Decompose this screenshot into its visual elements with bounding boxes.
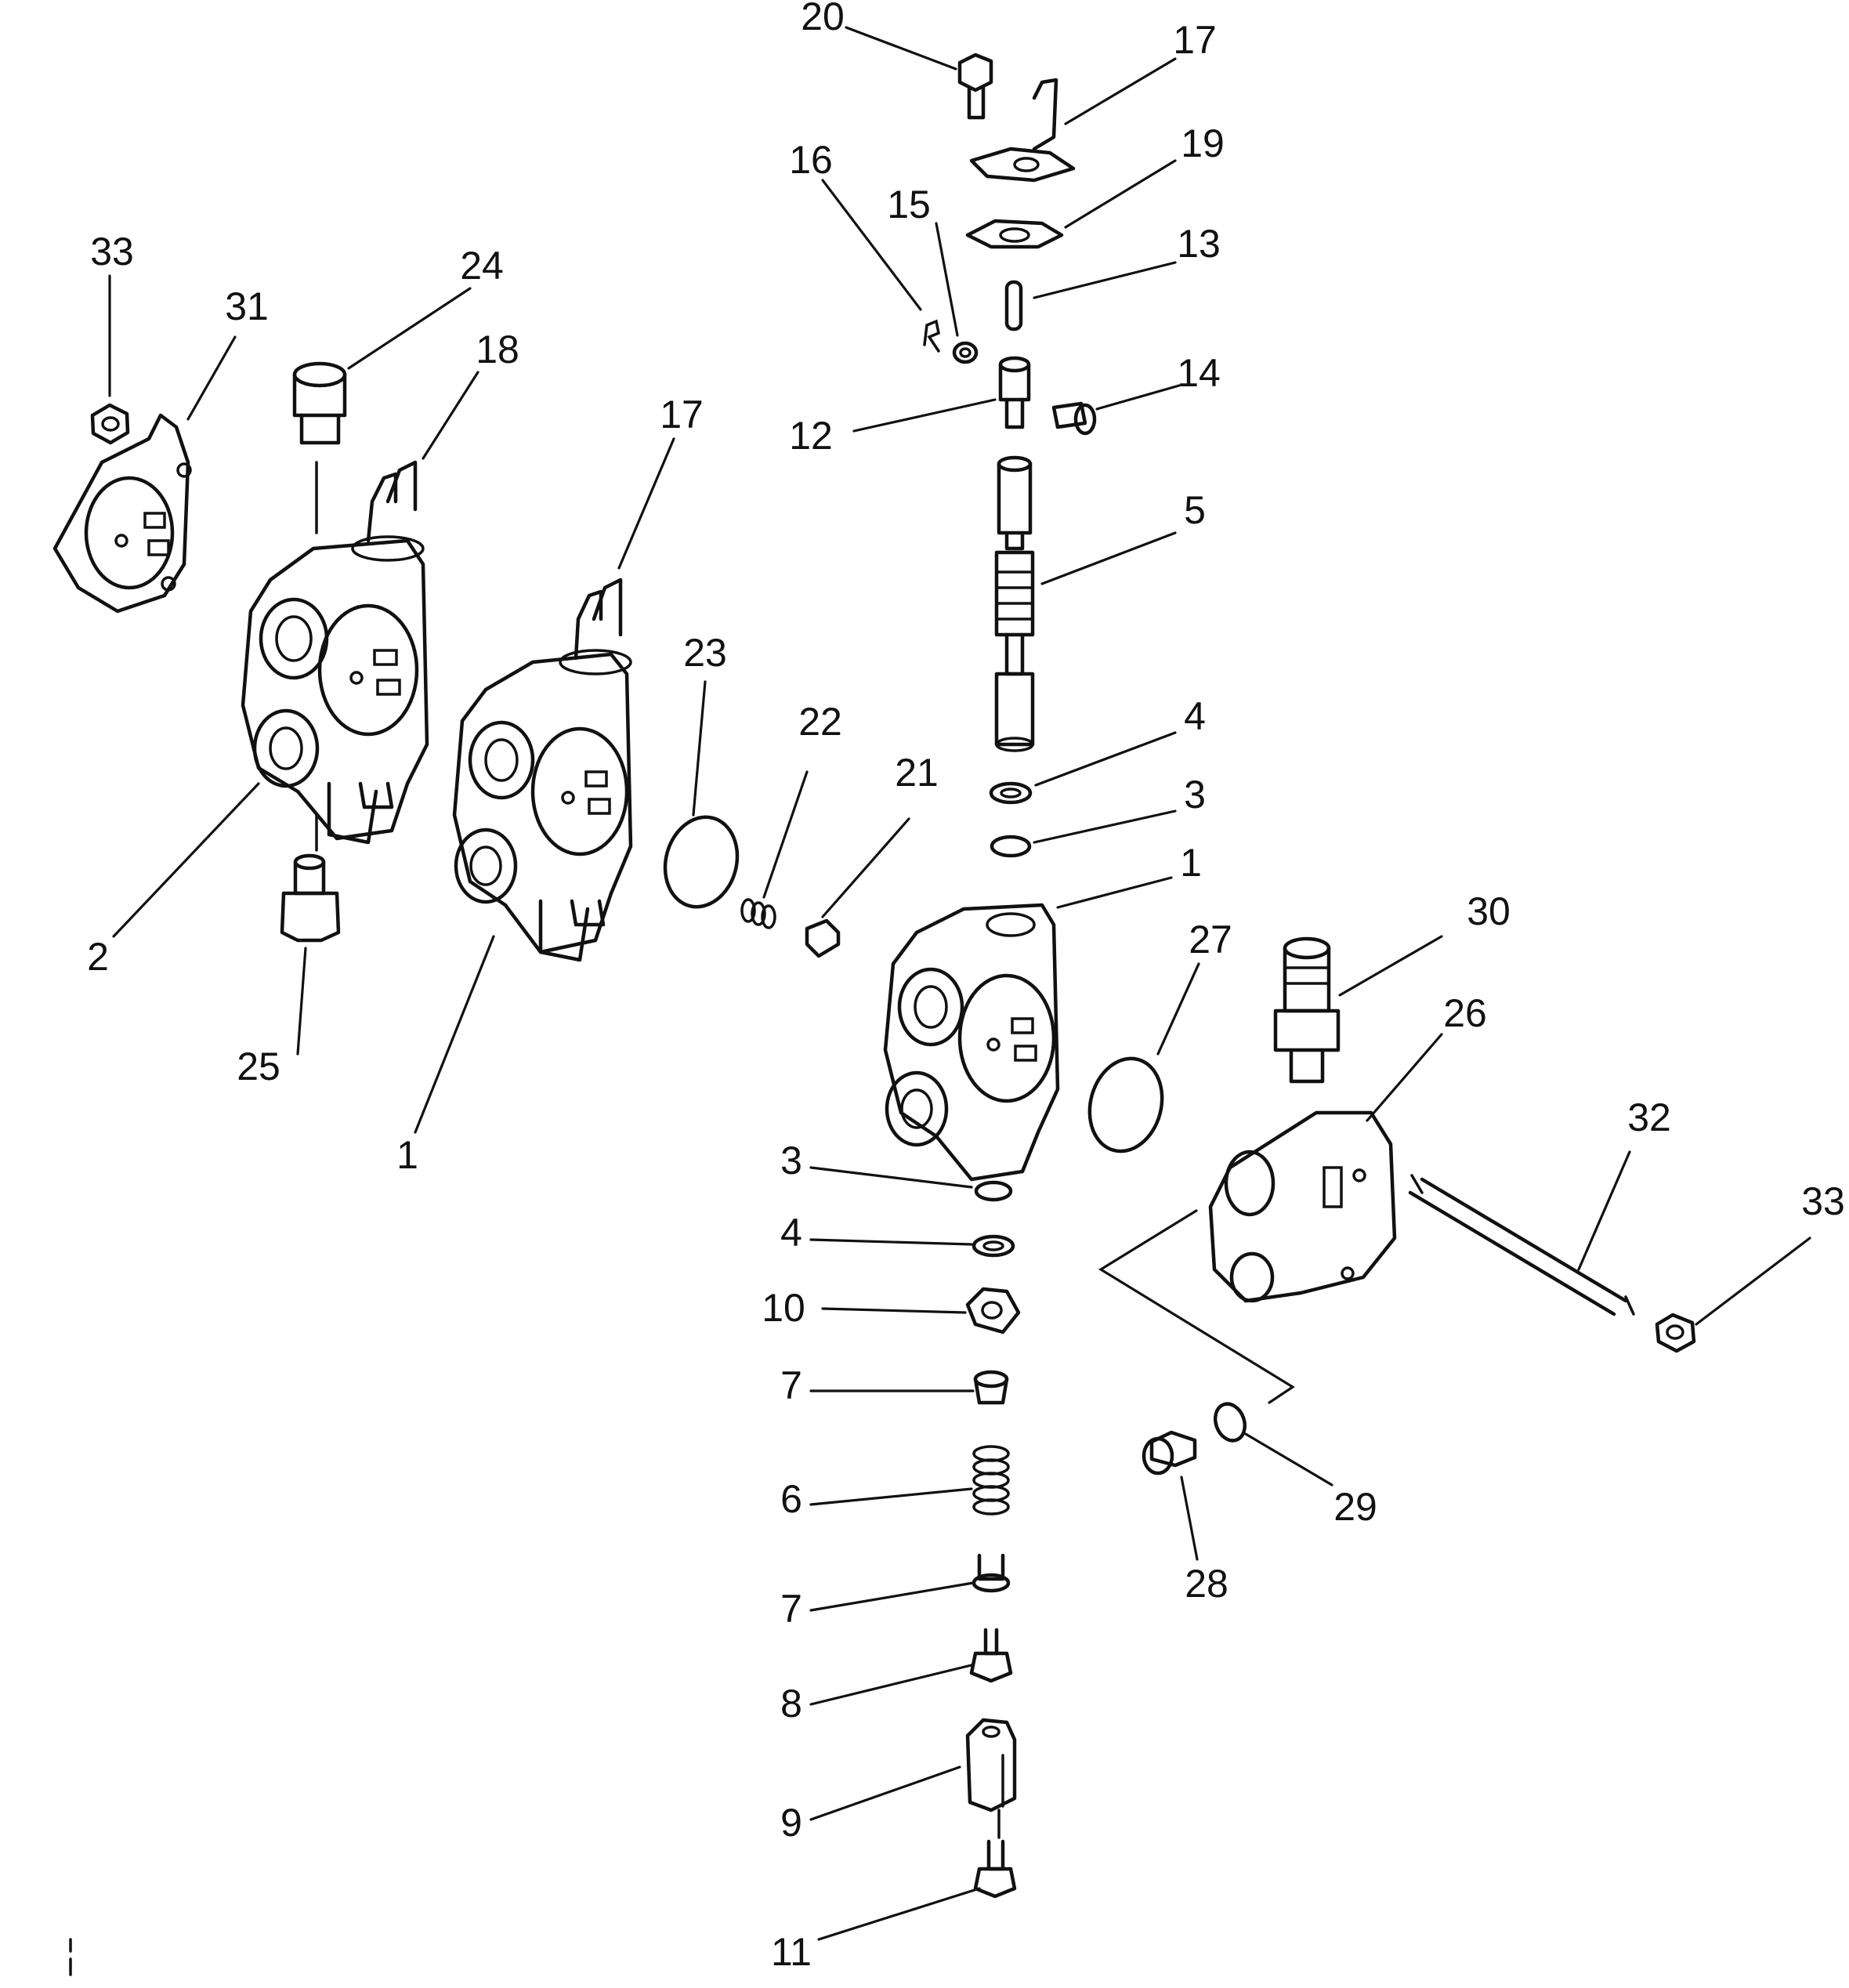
bolt-part-8 xyxy=(969,1628,1013,1683)
o-ring-part-29 xyxy=(1213,1402,1247,1443)
gasket-part-19 xyxy=(965,219,1064,249)
pin-part-14 xyxy=(1051,401,1097,436)
valve-section-part-1-left xyxy=(452,578,633,962)
joint-part-12 xyxy=(998,356,1031,429)
spring-part-22 xyxy=(740,898,776,929)
callout-17-top: 17 xyxy=(1173,18,1217,62)
callout-22: 22 xyxy=(798,700,842,744)
callout-21: 21 xyxy=(895,751,939,795)
flange-part-10 xyxy=(965,1287,1021,1334)
callout-29: 29 xyxy=(1333,1485,1377,1529)
washer-part-15 xyxy=(952,341,979,364)
callout-32: 32 xyxy=(1627,1095,1671,1139)
callout-33-right: 33 xyxy=(1801,1179,1845,1223)
callout-23: 23 xyxy=(683,631,727,675)
callout-20: 20 xyxy=(801,0,845,38)
callout-4-bottom: 4 xyxy=(780,1211,802,1255)
callout-11: 11 xyxy=(771,1930,812,1974)
plug-part-28 xyxy=(1142,1430,1197,1476)
callout-3-top: 3 xyxy=(1184,773,1206,817)
callout-12: 12 xyxy=(789,414,833,458)
washer-part-4-bottom xyxy=(972,1234,1015,1258)
nut-part-33-left xyxy=(90,403,130,445)
callout-17-mid: 17 xyxy=(660,393,704,436)
callout-1-right: 1 xyxy=(1180,841,1202,885)
spool-part-5 xyxy=(994,455,1035,752)
plug-part-24 xyxy=(292,361,347,534)
pin-part-16 xyxy=(923,319,940,353)
callout-33-left: 33 xyxy=(90,230,134,273)
link-part-13 xyxy=(1004,280,1023,331)
callout-2: 2 xyxy=(87,935,109,979)
bracket-line-26-29 xyxy=(1098,1209,1295,1404)
callout-9: 9 xyxy=(780,1801,802,1845)
callout-8: 8 xyxy=(780,1682,802,1725)
callout-15: 15 xyxy=(887,183,931,226)
bolt-part-11 xyxy=(973,1839,1017,1899)
callout-14: 14 xyxy=(1177,351,1221,395)
callout-4-top: 4 xyxy=(1184,694,1206,738)
tie-bolt-part-32 xyxy=(1408,1174,1635,1316)
callout-31: 31 xyxy=(225,284,269,328)
relief-valve-part-30 xyxy=(1273,936,1341,1084)
callout-26: 26 xyxy=(1443,991,1487,1035)
fitting-part-25 xyxy=(280,853,341,943)
valve-section-part-1-right xyxy=(883,903,1060,1182)
callout-6: 6 xyxy=(780,1477,802,1521)
o-ring-part-3-top xyxy=(990,835,1032,858)
retainer-part-7-bottom xyxy=(972,1553,1011,1593)
o-ring-part-27 xyxy=(1087,1056,1164,1153)
end-cover-part-31 xyxy=(52,413,192,614)
nut-part-33-right xyxy=(1655,1313,1696,1353)
callout-18: 18 xyxy=(476,328,519,371)
callout-1-left: 1 xyxy=(396,1133,418,1177)
callout-5: 5 xyxy=(1184,488,1206,532)
callout-3-bottom: 3 xyxy=(780,1139,802,1182)
retainer-part-7-top xyxy=(973,1370,1009,1405)
washer-part-4-top xyxy=(989,781,1033,805)
callout-24: 24 xyxy=(460,244,504,288)
end-cover-part-26 xyxy=(1208,1110,1397,1303)
callout-25: 25 xyxy=(237,1045,280,1088)
cap-part-9 xyxy=(965,1718,1017,1839)
poppet-part-21 xyxy=(805,918,841,958)
callout-28: 28 xyxy=(1185,1562,1228,1606)
spring-part-6 xyxy=(972,1445,1010,1515)
callout-7-top: 7 xyxy=(780,1363,802,1407)
plug-part-20 xyxy=(957,53,993,120)
callout-27: 27 xyxy=(1189,918,1232,961)
o-ring-part-3-bottom xyxy=(974,1180,1013,1202)
callout-7-bottom: 7 xyxy=(780,1587,802,1631)
valve-body-part-2 xyxy=(241,460,429,852)
callout-13: 13 xyxy=(1177,222,1221,266)
callout-30: 30 xyxy=(1467,889,1511,933)
callout-16: 16 xyxy=(789,138,833,182)
lever-part-17-top xyxy=(969,78,1076,183)
o-ring-part-23 xyxy=(663,815,740,909)
callout-19: 19 xyxy=(1181,121,1225,165)
callout-10: 10 xyxy=(762,1286,805,1330)
